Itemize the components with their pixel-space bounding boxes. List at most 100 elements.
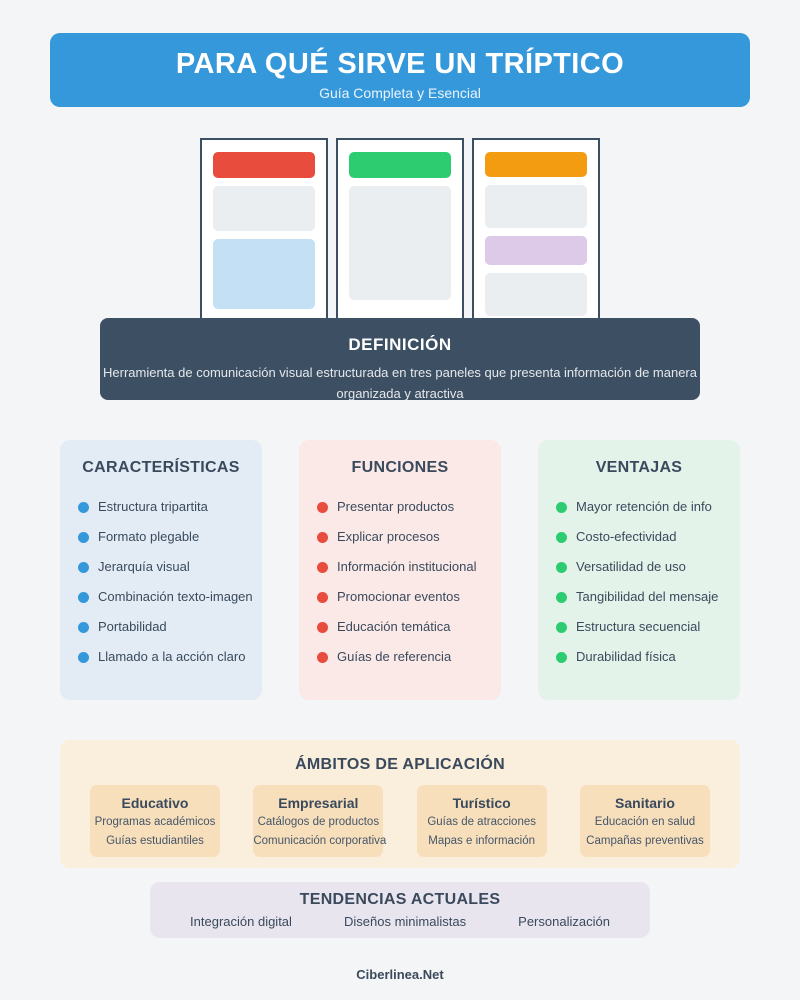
tendencia-item: Integración digital bbox=[190, 914, 292, 929]
ambito-card-title: Educativo bbox=[121, 795, 189, 811]
trifold-panel-right bbox=[472, 138, 600, 330]
bullet-dot-icon bbox=[556, 591, 567, 603]
bullet-dot-icon bbox=[317, 561, 328, 573]
list-item: Mayor retención de info bbox=[556, 492, 740, 522]
list-item-label: Combinación texto-imagen bbox=[98, 589, 253, 604]
ambito-card-item: Guías estudiantiles bbox=[106, 835, 204, 847]
ambito-card-item: Mapas e información bbox=[428, 835, 536, 847]
ambito-card-sanitario: Sanitario Educación en salud Campañas pr… bbox=[579, 785, 710, 857]
bullet-dot-icon bbox=[78, 651, 89, 663]
page-title: PARA QUÉ SIRVE UN TRÍPTICO bbox=[175, 48, 625, 80]
bullet-dot-icon bbox=[317, 651, 328, 663]
ambito-card-item: Catálogos de productos bbox=[257, 816, 380, 828]
list-item: Costo-efectividad bbox=[556, 522, 740, 552]
trifold-panel-center bbox=[336, 138, 464, 330]
list-item: Estructura secuencial bbox=[556, 612, 740, 642]
panel-placeholder-block bbox=[485, 272, 587, 317]
list-item: Versatilidad de uso bbox=[556, 552, 740, 582]
definition-box: DEFINICIÓN Herramienta de comunicación v… bbox=[100, 318, 700, 400]
list-item: Durabilidad física bbox=[556, 642, 740, 672]
list-item-label: Promocionar eventos bbox=[337, 589, 460, 604]
panel-accent-block bbox=[213, 152, 315, 178]
column-caracteristicas: CARACTERÍSTICAS Estructura tripartita Fo… bbox=[60, 440, 262, 700]
ambito-card-item: Guías de atracciones bbox=[427, 816, 536, 828]
list-item: Combinación texto-imagen bbox=[78, 582, 262, 612]
list-item-label: Estructura tripartita bbox=[98, 499, 208, 514]
column-title: CARACTERÍSTICAS bbox=[82, 459, 240, 476]
column-list: Mayor retención de info Costo-efectivida… bbox=[538, 492, 740, 672]
tendencias-item-group: Integración digital Diseños minimalistas… bbox=[150, 910, 650, 932]
list-item: Promocionar eventos bbox=[317, 582, 501, 612]
panel-highlight-block bbox=[485, 236, 587, 265]
panel-placeholder-block bbox=[485, 184, 587, 229]
bullet-dot-icon bbox=[78, 621, 89, 633]
panel-image-block bbox=[213, 239, 315, 309]
list-item: Educación temática bbox=[317, 612, 501, 642]
tendencia-item: Diseños minimalistas bbox=[344, 914, 467, 929]
ambitos-section: ÁMBITOS DE APLICACIÓN Educativo Programa… bbox=[60, 740, 740, 868]
bullet-dot-icon bbox=[317, 621, 328, 633]
list-item: Formato plegable bbox=[78, 522, 262, 552]
ambito-card-educativo: Educativo Programas académicos Guías est… bbox=[90, 785, 220, 857]
ambito-card-title: Empresarial bbox=[278, 795, 359, 811]
ambitos-card-group: Educativo Programas académicos Guías est… bbox=[60, 776, 740, 857]
column-funciones: FUNCIONES Presentar productos Explicar p… bbox=[299, 440, 501, 700]
bullet-dot-icon bbox=[78, 501, 89, 513]
bullet-dot-icon bbox=[556, 531, 567, 543]
definition-text: Herramienta de comunicación visual estru… bbox=[103, 365, 697, 400]
bullet-dot-icon bbox=[556, 501, 567, 513]
bullet-dot-icon bbox=[556, 561, 567, 573]
feature-columns: CARACTERÍSTICAS Estructura tripartita Fo… bbox=[60, 440, 740, 700]
ambito-card-item: Programas académicos bbox=[94, 816, 216, 828]
panel-accent-block bbox=[349, 152, 451, 178]
bullet-dot-icon bbox=[78, 561, 89, 573]
list-item: Guías de referencia bbox=[317, 642, 501, 672]
list-item-label: Durabilidad física bbox=[576, 649, 676, 664]
page-subtitle: Guía Completa y Esencial bbox=[319, 85, 481, 101]
list-item-label: Jerarquía visual bbox=[98, 559, 190, 574]
list-item: Jerarquía visual bbox=[78, 552, 262, 582]
column-list: Estructura tripartita Formato plegable J… bbox=[60, 492, 262, 672]
list-item-label: Llamado a la acción claro bbox=[98, 649, 246, 664]
bullet-dot-icon bbox=[78, 591, 89, 603]
ambitos-title: ÁMBITOS DE APLICACIÓN bbox=[295, 756, 505, 773]
bullet-dot-icon bbox=[317, 501, 328, 513]
trifold-panel-left bbox=[200, 138, 328, 330]
tendencias-title: TENDENCIAS ACTUALES bbox=[299, 891, 501, 908]
list-item: Portabilidad bbox=[78, 612, 262, 642]
list-item-label: Explicar procesos bbox=[337, 529, 440, 544]
trifold-diagram bbox=[200, 138, 600, 330]
list-item: Tangibilidad del mensaje bbox=[556, 582, 740, 612]
list-item: Llamado a la acción claro bbox=[78, 642, 262, 672]
list-item-label: Guías de referencia bbox=[337, 649, 452, 664]
ambito-card-item: Comunicación corporativa bbox=[253, 835, 387, 847]
ambito-card-item: Campañas preventivas bbox=[586, 835, 704, 847]
footer-brand: Ciberlinea.Net bbox=[356, 967, 444, 982]
column-title: FUNCIONES bbox=[351, 459, 449, 476]
panel-accent-block bbox=[485, 152, 587, 177]
column-title: VENTAJAS bbox=[595, 459, 683, 476]
list-item-label: Estructura secuencial bbox=[576, 619, 701, 634]
bullet-dot-icon bbox=[556, 651, 567, 663]
definition-title: DEFINICIÓN bbox=[348, 335, 452, 354]
ambito-card-title: Sanitario bbox=[615, 795, 675, 811]
list-item-label: Presentar productos bbox=[337, 499, 455, 514]
ambito-card-title: Turístico bbox=[452, 795, 511, 811]
header-banner: PARA QUÉ SIRVE UN TRÍPTICO Guía Completa… bbox=[50, 33, 750, 107]
list-item-label: Costo-efectividad bbox=[576, 529, 677, 544]
list-item-label: Formato plegable bbox=[98, 529, 200, 544]
ambito-card-empresarial: Empresarial Catálogos de productos Comun… bbox=[253, 785, 387, 857]
list-item: Estructura tripartita bbox=[78, 492, 262, 522]
list-item-label: Educación temática bbox=[337, 619, 451, 634]
column-list: Presentar productos Explicar procesos In… bbox=[299, 492, 501, 672]
tendencias-section: TENDENCIAS ACTUALES Integración digital … bbox=[150, 882, 650, 938]
bullet-dot-icon bbox=[317, 531, 328, 543]
list-item-label: Portabilidad bbox=[98, 619, 167, 634]
list-item: Información institucional bbox=[317, 552, 501, 582]
list-item-label: Versatilidad de uso bbox=[576, 559, 686, 574]
list-item: Explicar procesos bbox=[317, 522, 501, 552]
tendencia-item: Personalización bbox=[518, 914, 610, 929]
panel-placeholder-block bbox=[213, 186, 315, 231]
column-ventajas: VENTAJAS Mayor retención de info Costo-e… bbox=[538, 440, 740, 700]
list-item-label: Información institucional bbox=[337, 559, 477, 574]
